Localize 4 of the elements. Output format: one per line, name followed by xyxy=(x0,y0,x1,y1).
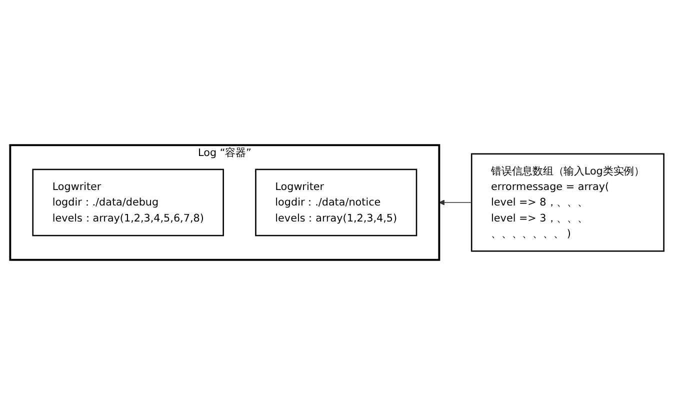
node-box: 错误信息数组（输入Log类实例） errormessage = array( level => 8，、、、 level => 3，、、、 、、、、、、、 ) xyxy=(470,153,664,252)
node-box: Logwriter logdir：./data/notice levels：array(1,2,3,4,5) xyxy=(255,168,418,236)
arrow xyxy=(438,200,472,206)
node-box: Logwriter logdir：./data/debug levels：array(1,2,3,4,5,6,7,8) xyxy=(32,168,224,236)
